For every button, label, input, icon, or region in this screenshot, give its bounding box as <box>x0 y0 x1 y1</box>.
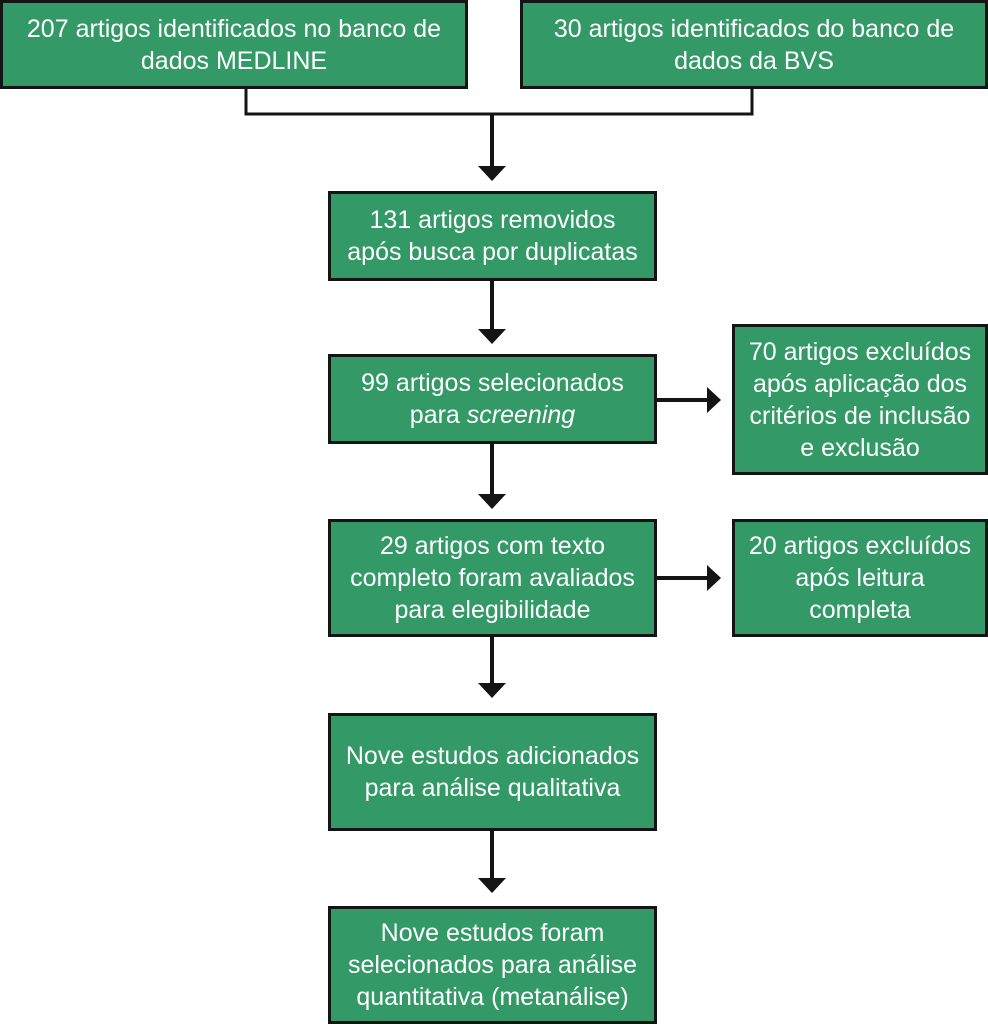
arrow-to-fulltext-head <box>478 494 506 509</box>
fulltext-line2: completo foram avaliados <box>350 564 635 592</box>
arrow-to-fulltext-shaft <box>490 443 494 498</box>
arrow-to-excluded-fulltext-head <box>707 565 721 591</box>
excluded-criteria-box: 70 artigos excluídos após aplicação dos … <box>732 324 988 475</box>
arrow-to-excluded-criteria-shaft <box>656 398 712 402</box>
quantitative-line3: quantitativa (metanálise) <box>356 983 629 1011</box>
quantitative-box: Nove estudos foram selecionados para aná… <box>328 906 657 1024</box>
excluded-fulltext-line1: 20 artigos excluídos <box>748 532 972 560</box>
quantitative-line2: selecionados para análise <box>347 951 638 979</box>
arrow-to-qualitative-head <box>478 683 506 698</box>
bvs-line1: 30 artigos identificados do banco de <box>553 14 955 43</box>
fulltext-line3: para elegibilidade <box>394 596 591 624</box>
medline-line1: 207 artigos identificados no banco de <box>26 14 442 43</box>
screening-box: 99 artigos selecionados para screening <box>328 354 657 444</box>
arrow-to-duplicates-shaft <box>490 114 494 170</box>
bvs-line2: dados da BVS <box>674 46 834 75</box>
arrow-to-excluded-criteria-head <box>707 387 721 413</box>
arrow-to-duplicates-head <box>478 166 506 181</box>
arrow-to-quantitative-shaft <box>490 830 494 882</box>
arrow-to-quantitative-head <box>478 878 506 893</box>
screening-line2-prefix: para <box>409 401 467 429</box>
qualitative-box: Nove estudos adicionados para análise qu… <box>328 713 657 831</box>
arrow-to-screening-head <box>478 329 506 344</box>
qualitative-line2: para análise qualitativa <box>364 774 621 802</box>
medline-line2: dados MEDLINE <box>140 46 328 75</box>
medline-box: 207 artigos identificados no banco de da… <box>0 0 468 89</box>
screening-line1: 99 artigos selecionados <box>361 369 624 397</box>
excluded-criteria-line1: 70 artigos excluídos <box>748 337 972 366</box>
excluded-criteria-line2: após aplicação dos <box>752 369 968 398</box>
excluded-fulltext-line2: após leitura <box>795 564 925 592</box>
arrow-to-excluded-fulltext-shaft <box>656 576 712 580</box>
qualitative-line1: Nove estudos adicionados <box>345 742 640 770</box>
excluded-fulltext-line3: completa <box>809 596 911 624</box>
excluded-criteria-line3: critérios de inclusão <box>749 401 971 430</box>
excluded-criteria-line4: e exclusão <box>800 433 920 462</box>
merge-connector <box>244 88 754 116</box>
arrow-to-screening-shaft <box>490 280 494 333</box>
screening-line2-emphasis: screening <box>466 401 576 429</box>
fulltext-box: 29 artigos com texto completo foram aval… <box>328 519 657 637</box>
screening-line2: para screening <box>361 399 624 431</box>
bvs-box: 30 artigos identificados do banco de dad… <box>520 0 988 89</box>
fulltext-line1: 29 artigos com texto <box>379 532 606 560</box>
duplicates-line2: após busca por duplicatas <box>347 238 638 266</box>
quantitative-line1: Nove estudos foram <box>380 919 605 947</box>
excluded-fulltext-box: 20 artigos excluídos após leitura comple… <box>732 519 988 637</box>
duplicates-box: 131 artigos removidos após busca por dup… <box>328 191 657 281</box>
arrow-to-qualitative-shaft <box>490 636 494 687</box>
duplicates-line1: 131 artigos removidos <box>369 206 616 234</box>
